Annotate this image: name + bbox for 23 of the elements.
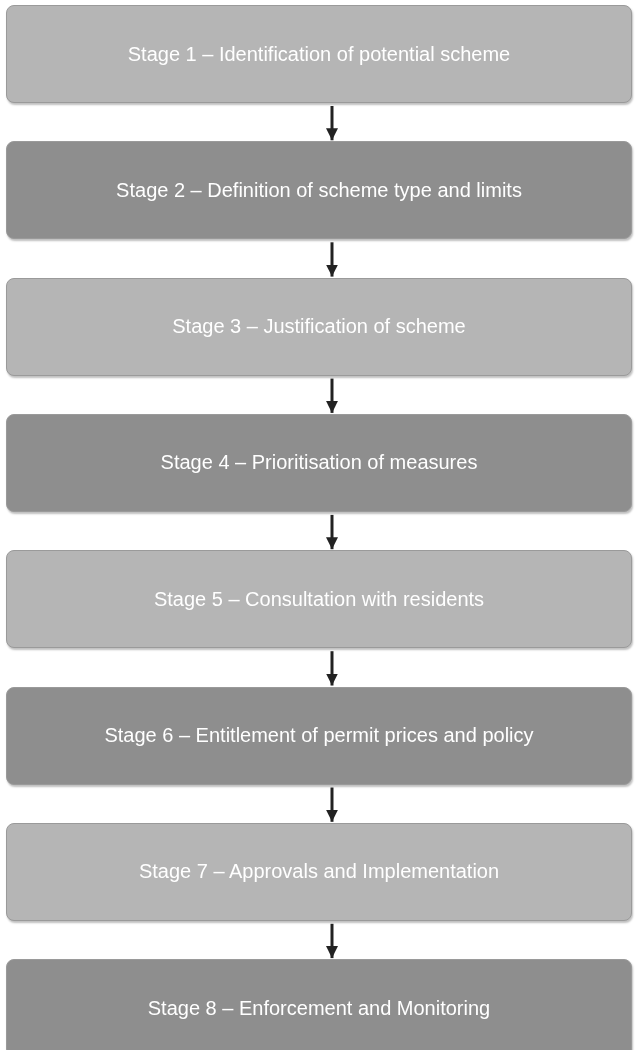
stage-box [6, 959, 632, 1050]
arrow [326, 242, 338, 277]
stage-label: Stage 3 – Justification of scheme [171, 315, 467, 339]
stage-label: Stage 7 – Approvals and Implementation [137, 860, 501, 884]
arrow [326, 514, 338, 550]
stage-label: Stage 2 – Definition of scheme type and limits [115, 178, 523, 202]
stage-box [6, 413, 632, 512]
stage-box [6, 5, 632, 103]
stage-box [6, 822, 632, 921]
arrow [326, 106, 338, 141]
stage-box [6, 686, 632, 785]
arrow [326, 787, 338, 822]
stage-box [6, 141, 632, 240]
stage-label: Stage 8 – Enforcement and Monitoring [146, 996, 492, 1020]
arrow [326, 651, 338, 686]
stage-box [6, 550, 632, 649]
arrow [326, 378, 338, 413]
stage-label: Stage 6 – Entitlement of permit prices and policy [103, 724, 535, 747]
stage-box [6, 277, 632, 376]
arrow [326, 923, 338, 959]
stage-label: Stage 5 – Consultation with residents [152, 587, 486, 611]
stage-label: Stage 1 – Identification of potential scheme [126, 42, 512, 66]
stage-label: Stage 4 – Prioritisation of measures [159, 451, 479, 475]
